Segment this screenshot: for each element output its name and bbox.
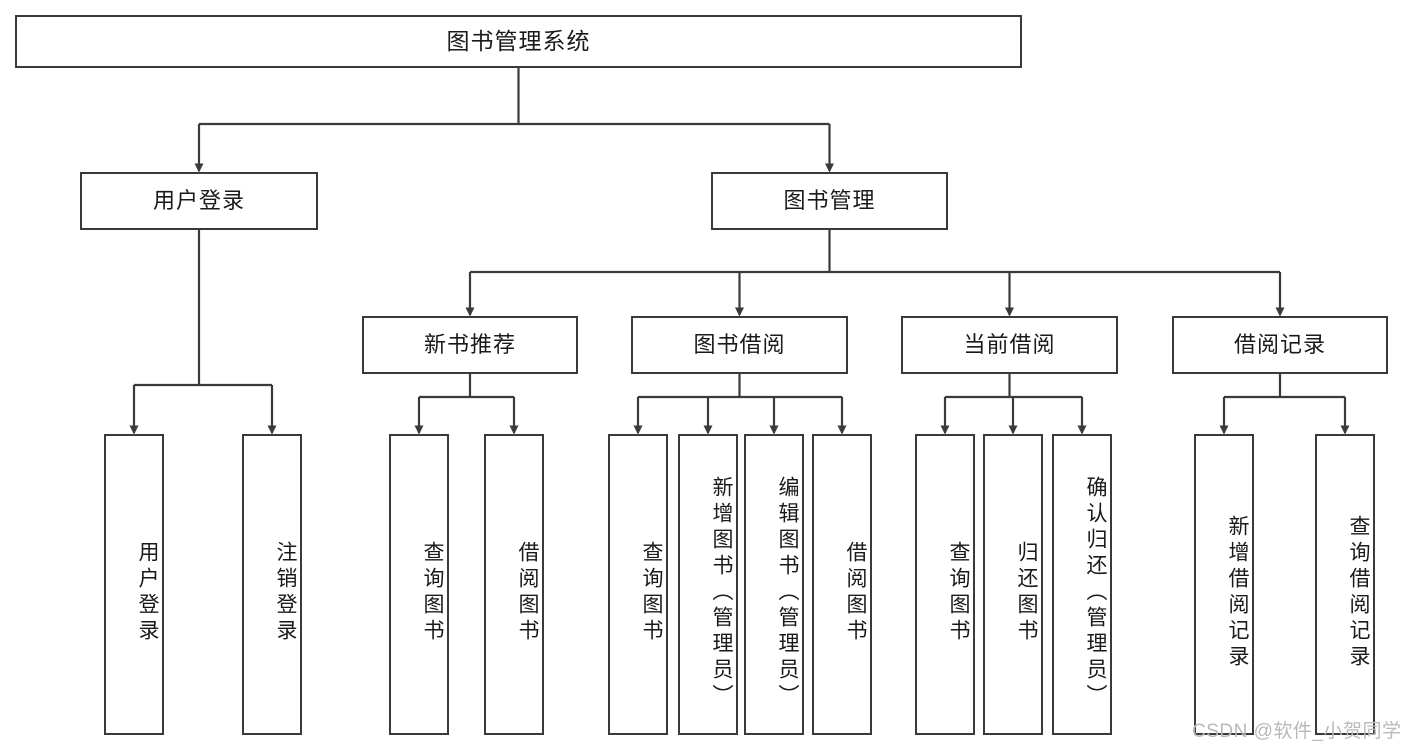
- node-label: 查询图书: [421, 540, 444, 645]
- node-label: 查询图书: [947, 540, 970, 645]
- node-label: 借阅记录: [1233, 331, 1326, 357]
- node-label: 归还图书: [1015, 540, 1038, 645]
- node-current-borrow[interactable]: 当前借阅: [901, 316, 1118, 374]
- node-leaf-confirm-ret[interactable]: 确认归还（管理员）: [1052, 434, 1112, 735]
- node-book-manage[interactable]: 图书管理: [711, 172, 948, 230]
- node-label: 确认归还（管理员）: [1084, 475, 1107, 710]
- node-leaf-add-record[interactable]: 新增借阅记录: [1194, 434, 1254, 735]
- node-leaf-user-login[interactable]: 用户登录: [104, 434, 164, 735]
- node-root[interactable]: 图书管理系统: [15, 15, 1022, 68]
- node-leaf-query-record[interactable]: 查询借阅记录: [1315, 434, 1375, 735]
- node-label: 用户登录: [136, 540, 159, 645]
- node-label: 图书管理系统: [446, 27, 591, 54]
- node-leaf-return-book[interactable]: 归还图书: [983, 434, 1043, 735]
- node-borrow-record[interactable]: 借阅记录: [1172, 316, 1388, 374]
- node-leaf-query-book-3[interactable]: 查询图书: [915, 434, 975, 735]
- node-label: 借阅图书: [516, 540, 539, 645]
- node-label: 新增借阅记录: [1226, 514, 1249, 671]
- node-leaf-user-logout[interactable]: 注销登录: [242, 434, 302, 735]
- node-book-borrow[interactable]: 图书借阅: [631, 316, 848, 374]
- node-label: 注销登录: [274, 540, 297, 645]
- node-label: 当前借阅: [963, 331, 1056, 357]
- csdn-watermark: CSDN @软件_小贺同学: [1192, 721, 1402, 742]
- node-label: 新书推荐: [423, 331, 516, 357]
- node-label: 图书借阅: [693, 331, 786, 357]
- node-label: 新增图书（管理员）: [710, 475, 733, 710]
- node-leaf-query-book-2[interactable]: 查询图书: [608, 434, 668, 735]
- node-new-book-rec[interactable]: 新书推荐: [362, 316, 578, 374]
- node-leaf-add-book[interactable]: 新增图书（管理员）: [678, 434, 738, 735]
- node-label: 查询图书: [640, 540, 663, 645]
- node-user-login[interactable]: 用户登录: [80, 172, 318, 230]
- node-label: 用户登录: [152, 187, 245, 213]
- node-leaf-edit-book[interactable]: 编辑图书（管理员）: [744, 434, 804, 735]
- node-label: 图书管理: [783, 187, 876, 213]
- node-label: 查询借阅记录: [1347, 514, 1370, 671]
- node-label: 编辑图书（管理员）: [776, 475, 799, 710]
- node-leaf-borrow-book-1[interactable]: 借阅图书: [484, 434, 544, 735]
- node-leaf-borrow-book-2[interactable]: 借阅图书: [812, 434, 872, 735]
- node-label: 借阅图书: [844, 540, 867, 645]
- node-leaf-query-book-1[interactable]: 查询图书: [389, 434, 449, 735]
